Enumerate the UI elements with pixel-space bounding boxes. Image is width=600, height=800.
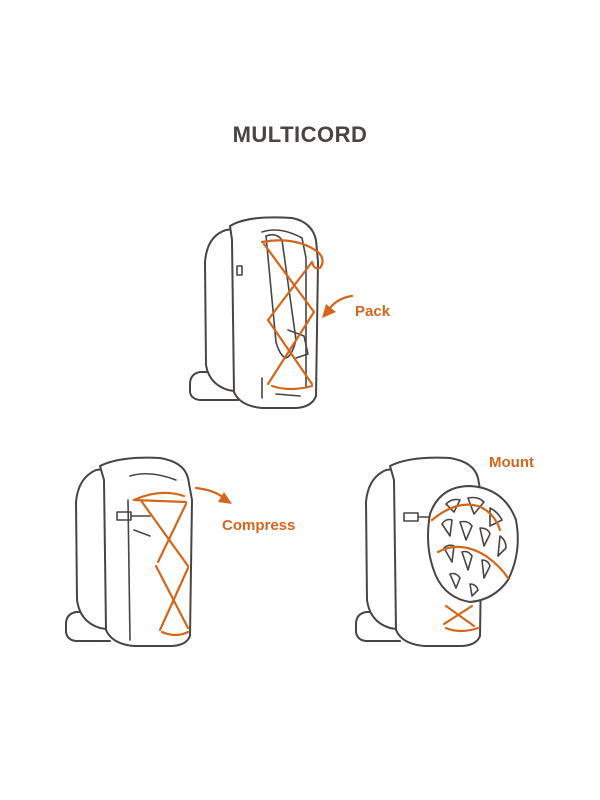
mount-backpack-illustration xyxy=(355,456,519,647)
pack-label: Pack xyxy=(355,303,391,320)
page-title: MULTICORD xyxy=(232,122,368,147)
compress-label: Compress xyxy=(222,517,296,534)
compress-backpack-illustration xyxy=(65,456,232,647)
pack-backpack-illustration xyxy=(189,216,354,409)
mount-label: Mount xyxy=(489,454,534,471)
